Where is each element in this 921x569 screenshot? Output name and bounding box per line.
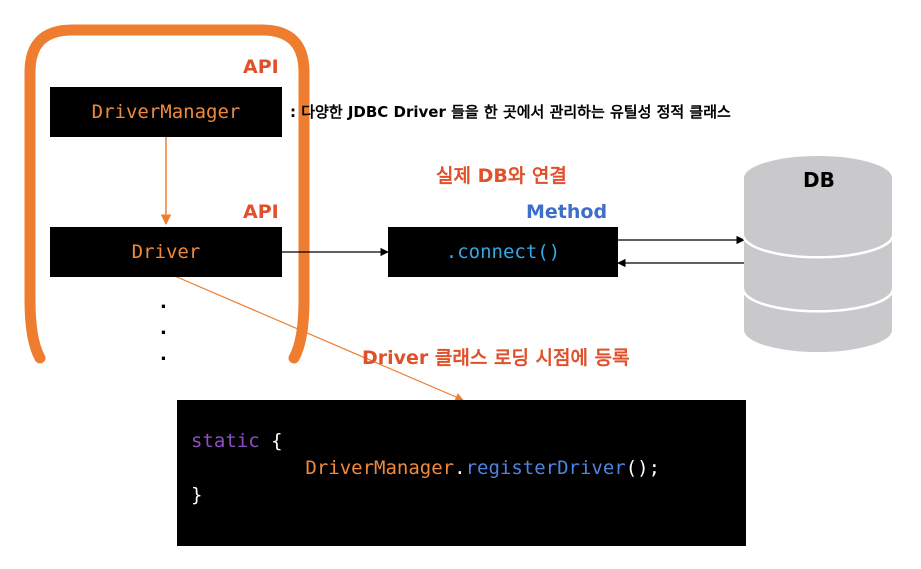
connect-method-box: .connect() [388,227,618,277]
code-open-brace: { [271,430,283,452]
method-label: Method [526,201,608,223]
ellipsis-dot-3: . [160,344,167,365]
ellipsis-dot-1: . [160,292,167,313]
database-icon [741,156,895,352]
registration-heading: Driver 클래스 로딩 시점에 등록 [362,347,630,369]
api-label-driver: API [243,201,279,223]
driver-manager-description: : 다양한 JDBC Driver 들을 한 곳에서 관리하는 유틸성 정적 클… [290,103,731,121]
driver-box: Driver [50,227,282,277]
driver-manager-box: DriverManager [50,87,282,137]
driver-to-code-arrow [169,273,464,401]
code-class-name: DriverManager [305,457,455,479]
connection-heading: 실제 DB와 연결 [436,165,567,187]
db-label: DB [803,168,835,192]
code-dot: . [454,457,466,479]
code-method-name: registerDriver [465,457,626,479]
code-static-keyword: static [191,430,260,452]
api-label-manager: API [243,56,279,78]
ellipsis-dot-2: . [160,318,167,339]
static-block-code: static { DriverManager.registerDriver();… [177,400,746,546]
api-frame [24,24,310,364]
code-close-brace: } [191,484,203,506]
code-call-end: (); [625,457,661,479]
